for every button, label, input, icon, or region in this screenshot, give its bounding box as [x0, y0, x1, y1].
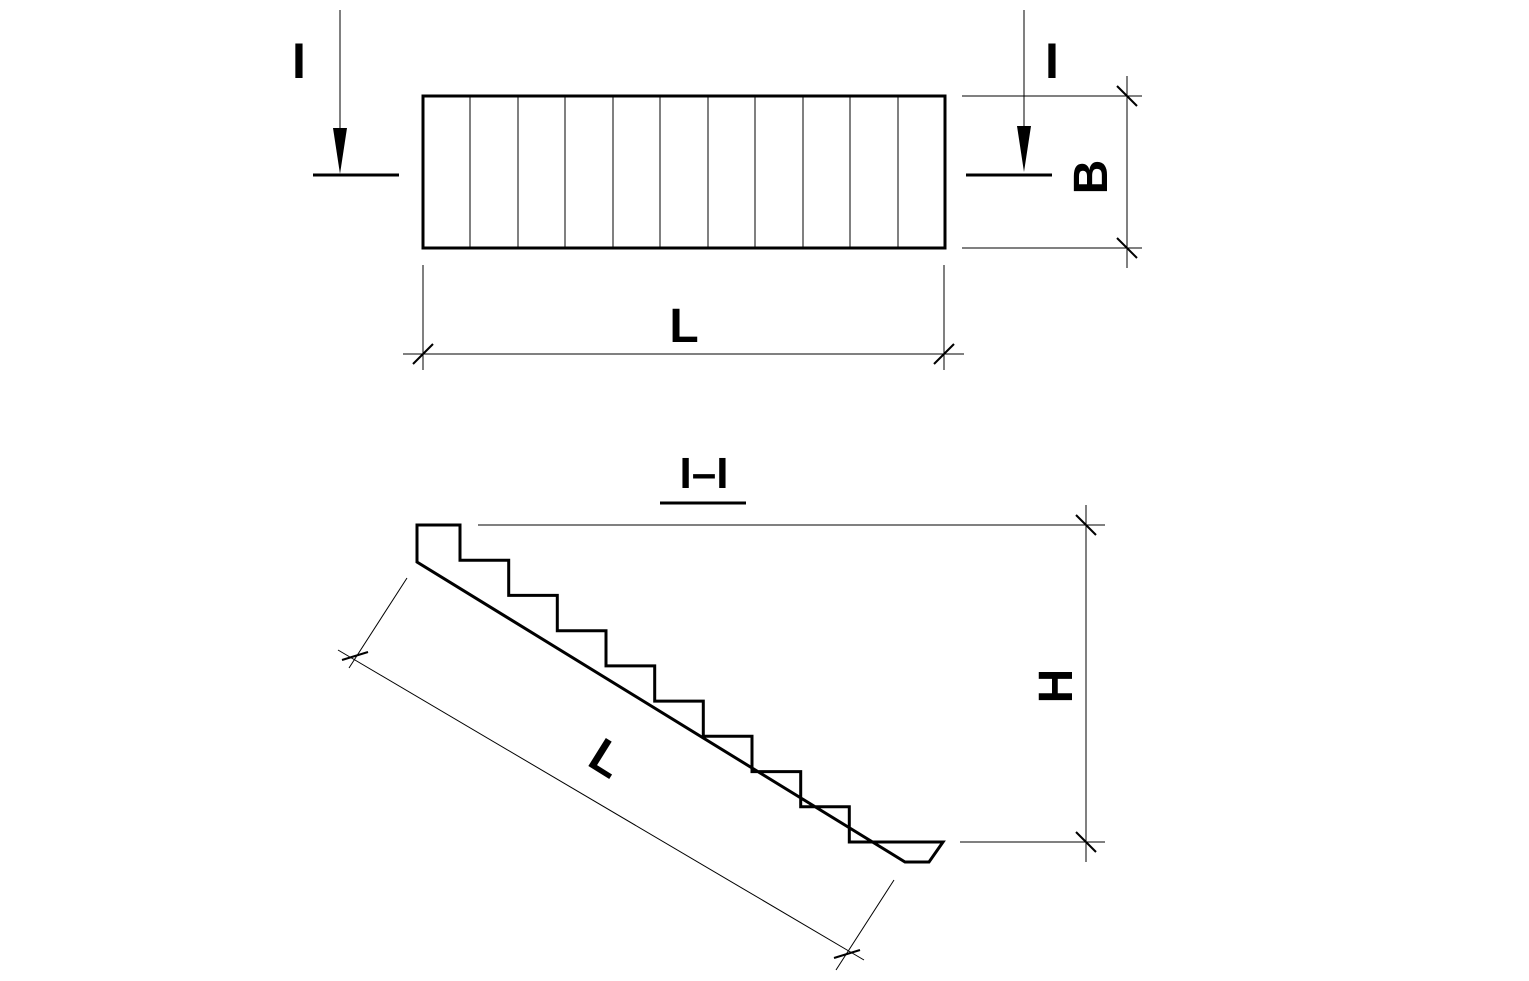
section-arrow-right-icon	[1017, 126, 1031, 172]
stair-profile	[415, 523, 946, 864]
section-mark-right: I	[1045, 33, 1059, 89]
section-height-label: H	[1030, 669, 1083, 704]
section-cut-left	[313, 10, 399, 177]
section-mark-left: I	[292, 33, 306, 89]
plan-view: I I L B	[292, 10, 1142, 370]
section-length-dimension	[337, 577, 895, 971]
section-length-label: L	[580, 729, 633, 789]
plan-tread-lines	[469, 96, 899, 248]
plan-length-dimension	[403, 265, 964, 370]
plan-width-label: B	[1065, 160, 1118, 195]
section-arrow-left-icon	[333, 128, 347, 174]
section-height-dimension	[478, 505, 1105, 862]
section-view: I–I H L	[337, 449, 1105, 971]
plan-outline	[421, 94, 947, 250]
plan-length-label: L	[669, 300, 698, 353]
section-cut-right	[966, 10, 1052, 177]
plan-width-dimension	[962, 76, 1142, 268]
section-title: I–I	[680, 449, 729, 498]
